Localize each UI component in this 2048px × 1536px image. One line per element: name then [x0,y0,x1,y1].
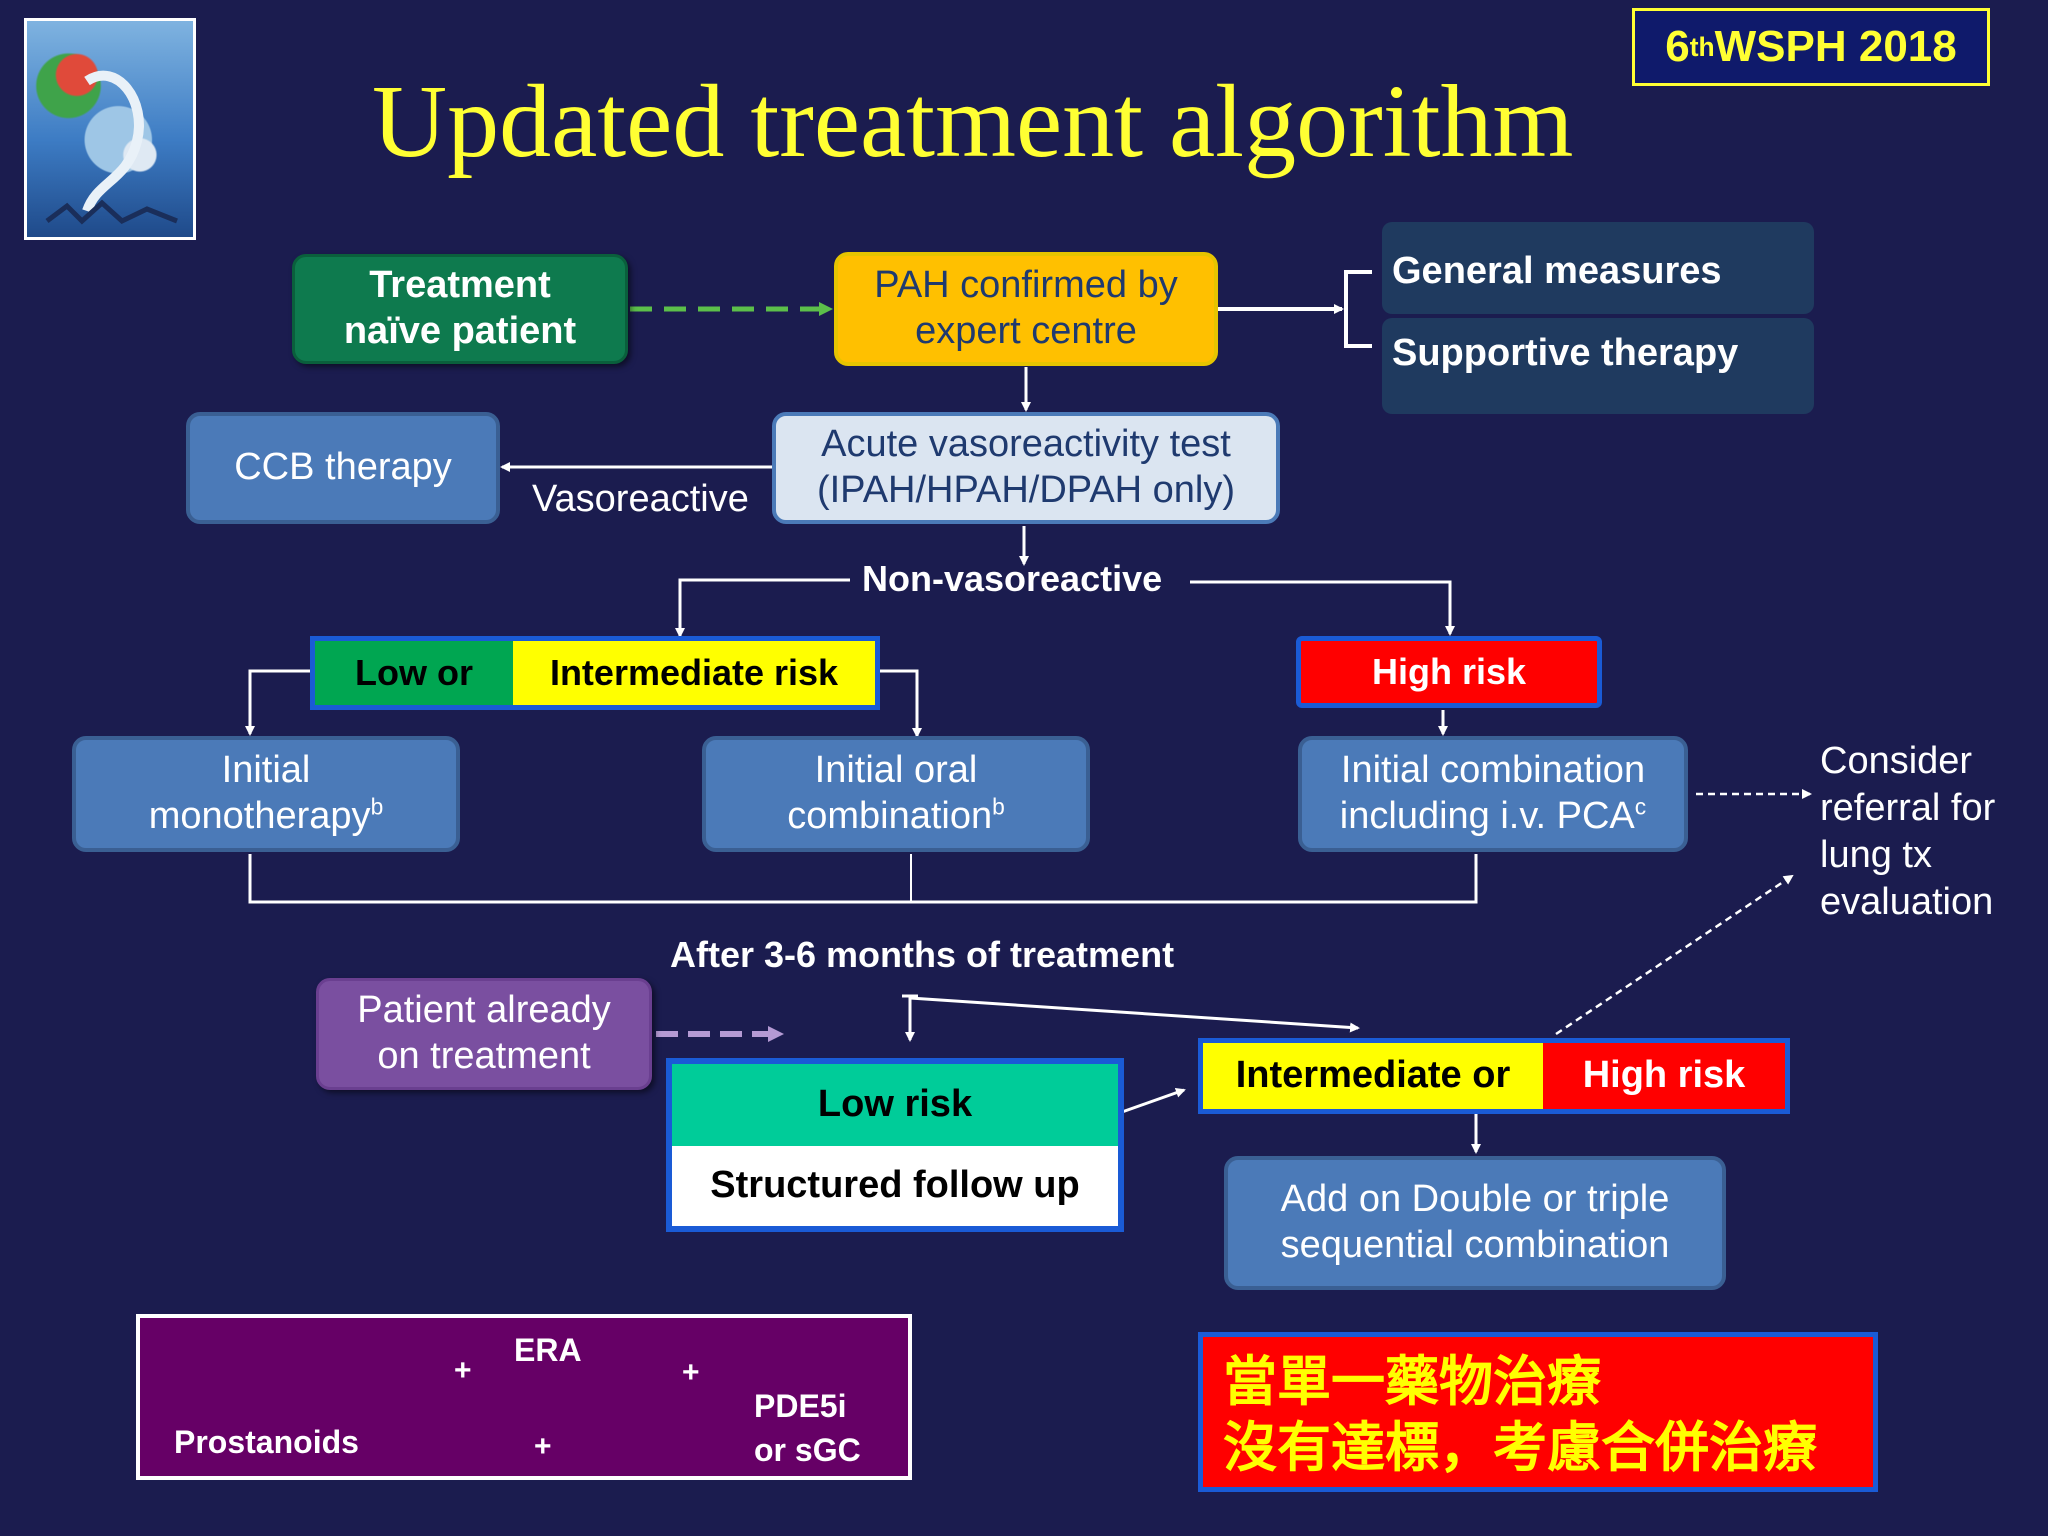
legend-prostanoids: Prostanoids [174,1424,359,1460]
legend-pde-line1: PDE5i [754,1388,847,1424]
bracket-general [1344,270,1372,348]
legend-plus-left: + [454,1354,472,1387]
oral-sup: b [992,793,1005,820]
legend-plus-right: + [682,1356,700,1389]
patient-already-on-treatment-box: Patient already on treatment [316,978,652,1090]
general-measures-label: General measures [1392,250,1722,292]
intermediate-risk-cell: Intermediate risk [513,641,875,705]
referral-line1: Consider [1820,740,1973,782]
arrow-to-oral [880,669,922,738]
initial-combination-box: Initial combination including i.v. PCAc [1298,736,1688,852]
low-risk-header: Low risk [672,1064,1118,1146]
oral-line2: combination [787,795,993,837]
referral-line2: referral for [1820,787,1996,829]
combination-therapy-note: 當單一藥物治療 沒有達標，考慮合併治療 [1198,1332,1878,1492]
arrow-low-to-intermediate [1121,1087,1186,1114]
note-line2: 沒有達標，考慮合併治療 [1223,1416,1817,1479]
high-risk2-label: High risk [1582,1054,1746,1097]
badge-prefix: 6 [1665,21,1690,71]
mono-line2: monotherapy [148,795,371,837]
split-left [675,578,850,638]
addon-line2: sequential combination [1280,1224,1670,1266]
high-risk-box: High risk [1296,636,1602,708]
already-line1: Patient already [357,989,611,1032]
supportive-therapy-label: Supportive therapy [1392,332,1739,374]
arrow-intermediate-to-referral [1555,874,1794,1036]
structured-follow-up-cell: Structured follow up [672,1146,1118,1226]
split-right [1190,580,1455,636]
avt-line1: Acute vasoreactivity test [821,423,1231,466]
intermediate-or-label: Intermediate or [1235,1054,1511,1097]
pah-confirmed-box: PAH confirmed by expert centre [834,252,1218,366]
mono-sup: b [370,793,384,820]
low-or-cell: Low or [315,641,513,705]
avt-line2: (IPAH/HPAH/DPAH only) [816,469,1236,511]
legend-plus-center: + [534,1430,552,1463]
ccb-therapy-box: CCB therapy [186,412,500,524]
naive-line1: Treatment [369,264,551,307]
initial-oral-combination-box: Initial oral combinationb [702,736,1090,852]
low-risk-label: Low risk [817,1083,973,1126]
naive-line2: naïve patient [343,310,577,352]
pah-line1: PAH confirmed by [874,264,1178,307]
low-or-label: Low or [355,652,473,694]
general-measures-box: General measures [1382,222,1814,314]
combo-sup: c [1634,793,1647,820]
intermediate-or-cell: Intermediate or [1203,1043,1543,1109]
legend-pde-line2: or sGC [754,1432,861,1468]
high-risk-cell: High risk [1543,1043,1785,1109]
referral-text: Consider referral for lung tx evaluation [1820,738,1995,926]
vasoreactive-label: Vasoreactive [532,478,749,520]
referral-line3: lung tx [1820,834,1932,876]
acute-vasoreactivity-test-box: Acute vasoreactivity test (IPAH/HPAH/DPA… [772,412,1280,524]
structured-label: Structured follow up [710,1164,1080,1207]
legend-era: ERA [514,1332,582,1368]
ccb-label: CCB therapy [234,446,452,489]
high-risk-label: High risk [1371,651,1527,693]
pah-line2: expert centre [915,310,1137,352]
intermediate-high-risk-bar: Intermediate or High risk [1198,1038,1790,1114]
mono-line1: Initial [221,749,311,792]
badge-suffix: WSPH 2018 [1714,21,1957,71]
after-treatment-label: After 3-6 months of treatment [670,934,1175,975]
referral-line4: evaluation [1820,881,1994,923]
initial-monotherapy-box: Initial monotherapyb [72,736,460,852]
arrow-after-to-intermediate [909,996,1360,1033]
intermediate-risk-label: Intermediate risk [549,652,839,694]
note-line1: 當單一藥物治療 [1223,1350,1601,1413]
add-on-combination-box: Add on Double or triple sequential combi… [1224,1156,1726,1290]
addon-line1: Add on Double or triple [1280,1178,1670,1221]
arrow-to-mono [245,669,312,736]
bracket-initial-therapies [248,854,1478,904]
already-line2: on treatment [377,1035,591,1077]
combo-line2: including i.v. PCA [1339,795,1635,837]
chagall-painting-icon [24,18,196,240]
oral-line1: Initial oral [814,749,978,792]
non-vasoreactive-label: Non-vasoreactive [862,558,1163,599]
combo-line1: Initial combination [1340,749,1646,792]
drug-class-legend [136,1314,912,1480]
legend-pde: PDE5i or sGC [754,1384,861,1472]
treatment-naive-box: Treatment naïve patient [292,254,628,364]
low-intermediate-risk-bar: Low or Intermediate risk [310,636,880,710]
page-title: Updated treatment algorithm [372,64,1574,179]
supportive-therapy-box: Supportive therapy [1382,318,1814,414]
low-risk-follow-up-box: Low risk Structured follow up [666,1058,1124,1232]
